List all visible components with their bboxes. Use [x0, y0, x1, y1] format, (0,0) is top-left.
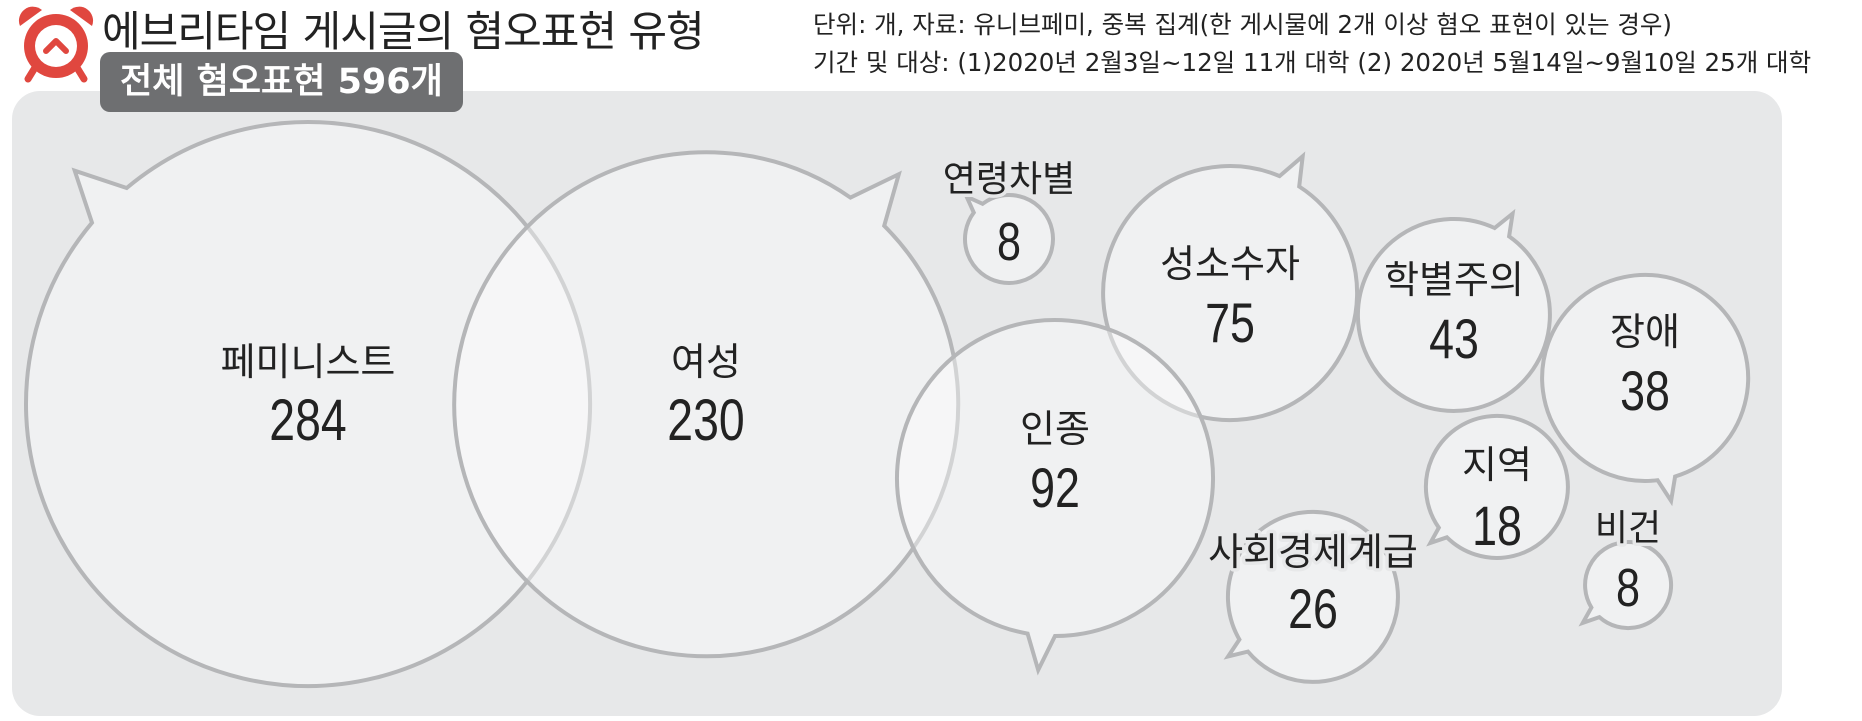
bubble-value-1: 284 — [269, 388, 346, 453]
bubble-9 — [1223, 509, 1400, 684]
bubble-label-1: 페미니스트 — [221, 340, 396, 384]
bubble-2 — [452, 150, 961, 659]
bubble-label-6: 학별주의 — [1384, 258, 1524, 302]
bubble-label-3: 연령차별 — [943, 159, 1075, 200]
bubble-7 — [1540, 272, 1751, 507]
bubble-value-7: 38 — [1620, 359, 1670, 422]
total-badge: 전체 혐오표현 596개 — [100, 52, 463, 112]
bubble-value-8: 18 — [1472, 494, 1522, 557]
bubble-label-7: 장애 — [1610, 310, 1680, 354]
bubble-value-3: 8 — [997, 213, 1021, 273]
bubble-5 — [895, 318, 1216, 676]
unit-source-note: 단위: 개, 자료: 유니브페미, 중복 집계(한 게시물에 2개 이상 혐오 … — [813, 10, 1672, 39]
chart-notes: 단위: 개, 자료: 유니브페미, 중복 집계(한 게시물에 2개 이상 혐오 … — [813, 6, 1811, 82]
bubble-label-4: 성소수자 — [1160, 242, 1300, 286]
total-badge-label: 전체 혐오표현 — [120, 62, 326, 102]
bubble-value-2: 230 — [667, 388, 744, 453]
bubble-label-10: 비건 — [1595, 508, 1661, 549]
bubble-6 — [1355, 208, 1552, 413]
bubble-label-9: 사회경제계급 — [1208, 530, 1418, 574]
bubble-value-9: 26 — [1288, 577, 1338, 640]
bubble-value-4: 75 — [1205, 291, 1255, 354]
page-title: 에브리타임 게시글의 혐오표현 유형 — [102, 7, 705, 56]
bubble-label-halo-9: 사회경제계급 — [1208, 530, 1418, 574]
bubble-label-8: 지역 — [1462, 443, 1532, 487]
total-badge-value: 596개 — [337, 62, 443, 102]
bubble-label-5: 인종 — [1020, 407, 1090, 451]
alarm-clock-icon — [18, 6, 94, 83]
bubble-label-2: 여성 — [671, 340, 741, 384]
bubble-3 — [962, 192, 1055, 285]
bubble-value-5: 92 — [1030, 456, 1080, 519]
bubble-value-6: 43 — [1429, 307, 1479, 370]
bubble-1 — [24, 120, 592, 688]
bubble-label-halo-3: 연령차별 — [943, 159, 1075, 200]
bubble-label-halo-10: 비건 — [1595, 508, 1661, 549]
bubble-10 — [1578, 540, 1674, 631]
bubble-8 — [1423, 413, 1570, 560]
bubble-layer — [24, 120, 1751, 688]
bubble-value-10: 8 — [1616, 559, 1640, 619]
period-scope-note: 기간 및 대상: (1)2020년 2월3일~12일 11개 대학 (2) 20… — [813, 48, 1812, 77]
bubble-4 — [1101, 151, 1360, 423]
